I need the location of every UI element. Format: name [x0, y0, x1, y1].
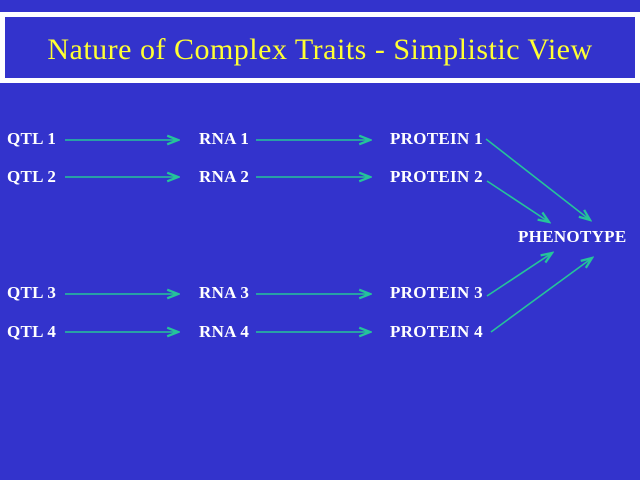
node-protein-3: PROTEIN 3: [390, 283, 483, 302]
node-protein-4: PROTEIN 4: [390, 322, 483, 341]
node-rna-2: RNA 2: [199, 167, 250, 186]
slide-title: Nature of Complex Traits - Simplistic Vi…: [47, 33, 593, 66]
node-rna-4: RNA 4: [199, 322, 250, 341]
node-qtl-1: QTL 1: [7, 129, 57, 148]
arrow-protein3-phenotype: [486, 253, 552, 297]
node-qtl-4: QTL 4: [7, 322, 57, 341]
arrow-protein4-phenotype: [490, 258, 592, 333]
arrow-protein2-phenotype: [486, 180, 549, 222]
node-phenotype: PHENOTYPE: [518, 227, 627, 246]
title-box: Nature of Complex Traits - Simplistic Vi…: [0, 12, 640, 83]
node-qtl-2: QTL 2: [7, 167, 57, 186]
arrow-protein1-phenotype: [485, 138, 590, 220]
node-protein-2: PROTEIN 2: [390, 167, 483, 186]
node-rna-3: RNA 3: [199, 283, 250, 302]
node-rna-1: RNA 1: [199, 129, 250, 148]
node-protein-1: PROTEIN 1: [390, 129, 483, 148]
node-qtl-3: QTL 3: [7, 283, 57, 302]
